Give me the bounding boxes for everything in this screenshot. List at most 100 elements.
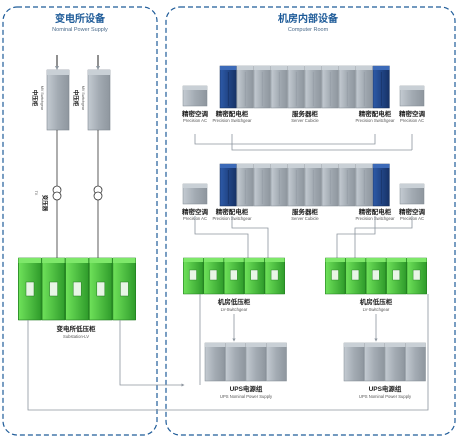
computer-room-frame <box>165 6 456 436</box>
ups-cabinet <box>266 342 287 382</box>
ac-label-left-en: Precision AC <box>183 118 207 123</box>
lv-to-ups-lines <box>232 314 378 342</box>
server-cabinet <box>287 65 305 109</box>
ups-cabinet <box>225 342 246 382</box>
server-cabinet <box>270 163 288 207</box>
room-lv-sublabel-right: LV-Switchgear <box>363 307 390 312</box>
precision-ac-right <box>399 85 425 107</box>
server-cabinet <box>321 65 339 109</box>
lv-cabinet <box>112 257 136 321</box>
precision-switchgear <box>219 163 237 207</box>
pdu-label-left-en: Precision Switchgear <box>212 118 252 123</box>
precision-switchgear <box>219 65 237 109</box>
lv-cabinet <box>264 257 285 295</box>
lv-cabinet <box>89 257 113 321</box>
precision-ac-right <box>399 183 425 205</box>
precision-switchgear <box>372 65 390 109</box>
pdu-label-right: 精密配电柜 <box>359 207 392 216</box>
substation-frame <box>2 6 158 436</box>
server-label-en: Server Cubicle <box>291 118 319 123</box>
lv-cabinet <box>244 257 265 295</box>
tx-label-cn: 变压器 <box>41 195 49 212</box>
lv-cabinet <box>406 257 427 295</box>
ups-group-left <box>204 342 287 382</box>
ups-label-left: UPS电源组 <box>230 384 263 393</box>
room-lv-switchgear-left <box>183 257 285 295</box>
substation-lv-switchgear <box>18 257 136 321</box>
ups-cabinet <box>245 342 267 382</box>
server-cabinet <box>236 163 254 207</box>
precision-ac-left <box>182 85 208 107</box>
mv-switchgear-1 <box>46 69 70 131</box>
room-lv-label-right: 机房低压柜 <box>360 297 393 306</box>
ups-sublabel-left: UPS Nominal Power Supply <box>220 394 273 399</box>
mv-label-cn-2: 中压柜 <box>72 90 80 107</box>
pdu-label-right-en: Precision Switchgear <box>355 118 395 123</box>
server-cabinet <box>355 65 373 109</box>
substation-to-room-lines <box>27 294 429 411</box>
ac-label-right: 精密空调 <box>399 207 426 216</box>
ups-cabinet <box>364 342 385 382</box>
server-label: 服务器柜 <box>292 109 319 118</box>
substation-lv-sublabel: Substation-LV <box>63 334 89 339</box>
transformer-2 <box>93 185 103 201</box>
pdu-label-left: 精密配电柜 <box>216 207 249 216</box>
ups-cabinet <box>343 342 365 382</box>
server-cabinet <box>253 163 271 207</box>
ac-label-left: 精密空调 <box>182 109 209 118</box>
lv-cabinet <box>41 257 65 321</box>
lv-cabinet <box>183 257 204 295</box>
room-lv-switchgear-right <box>325 257 427 295</box>
lv-cabinet <box>325 257 346 295</box>
lv-cabinet <box>365 257 387 295</box>
ups-cabinet <box>384 342 406 382</box>
room-lv-label-left: 机房低压柜 <box>218 297 251 306</box>
distribution-lines <box>194 134 413 258</box>
server-cabinet <box>304 65 322 109</box>
ups-sublabel-right: UPS Nominal Power Supply <box>359 394 412 399</box>
pdu-label-left: 精密配电柜 <box>216 109 249 118</box>
lv-cabinet <box>386 257 407 295</box>
ac-label-right-en: Precision AC <box>400 118 424 123</box>
ups-group-right <box>343 342 426 382</box>
ups-cabinet <box>405 342 426 382</box>
server-cabinet <box>287 163 305 207</box>
mv-switchgear-2 <box>87 69 111 131</box>
mv-label-en-2: MV Switchgear <box>81 86 85 111</box>
server-cabinet <box>253 65 271 109</box>
server-cabinet <box>321 163 339 207</box>
pdu-label-right: 精密配电柜 <box>359 109 392 118</box>
server-cabinet <box>338 65 356 109</box>
ups-cabinet <box>204 342 226 382</box>
mv-label-cn-1: 中压柜 <box>31 90 39 107</box>
ac-label-left: 精密空调 <box>182 207 209 216</box>
server-label-en: Server Cubicle <box>291 216 319 221</box>
precision-ac-left <box>182 183 208 205</box>
lv-cabinet <box>203 257 224 295</box>
lv-cabinet <box>223 257 245 295</box>
substation-lv-label: 变电所低压柜 <box>57 324 97 333</box>
transformer-1 <box>52 185 62 201</box>
ac-label-right: 精密空调 <box>399 109 426 118</box>
server-cabinet <box>304 163 322 207</box>
ups-label-right: UPS电源组 <box>369 384 402 393</box>
server-label: 服务器柜 <box>292 207 319 216</box>
server-cabinet <box>355 163 373 207</box>
substation-subtitle: Nominal Power Supply <box>52 27 108 33</box>
server-cabinet <box>270 65 288 109</box>
lv-cabinet <box>65 257 89 321</box>
precision-switchgear <box>372 163 390 207</box>
room-lv-sublabel-left: LV-Switchgear <box>221 307 248 312</box>
server-cabinet <box>338 163 356 207</box>
computer-room-subtitle: Computer Room <box>288 27 329 33</box>
mv-label-en-1: MV Switchgear <box>40 86 44 111</box>
server-cabinet <box>236 65 254 109</box>
lv-cabinet <box>18 257 42 321</box>
lv-cabinet <box>345 257 366 295</box>
substation-title: 变电所设备 <box>55 12 106 25</box>
tx-label-en: TX <box>34 191 38 196</box>
computer-room-title: 机房内部设备 <box>278 12 339 25</box>
